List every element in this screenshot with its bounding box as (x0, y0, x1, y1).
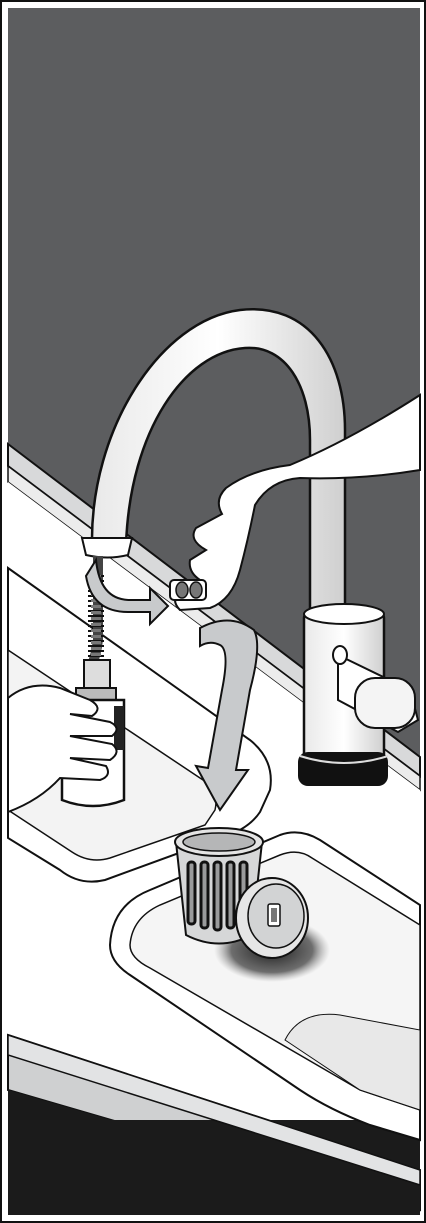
faucet-spout-tip (82, 538, 132, 558)
faucet-body-top (304, 604, 384, 624)
spray-head-connector (84, 660, 110, 690)
cabinet-front (8, 1120, 420, 1215)
faucet-base (298, 752, 388, 786)
faucet-handle-hub (355, 678, 415, 728)
trash-lid-icon (236, 878, 308, 958)
hose-clip-icon (170, 580, 206, 600)
faucet-handle-tip (333, 646, 347, 664)
